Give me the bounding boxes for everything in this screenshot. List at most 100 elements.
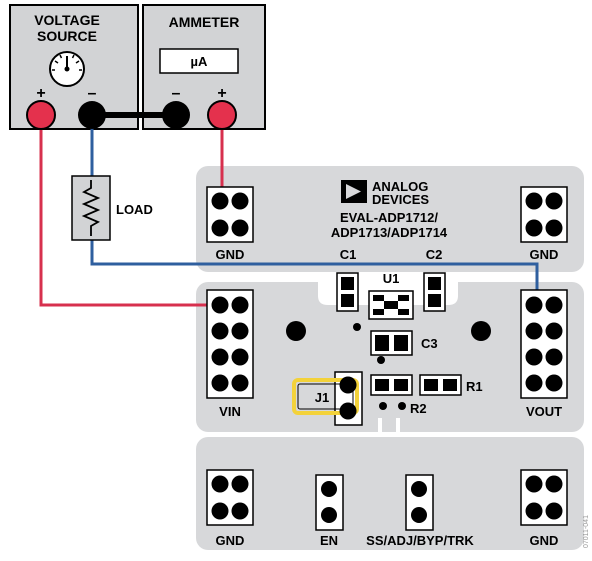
pin[interactable] (545, 296, 563, 314)
mounting-hole (286, 321, 306, 341)
pin[interactable] (211, 219, 229, 237)
ammeter-display (159, 48, 239, 74)
pin[interactable] (211, 374, 229, 392)
pin[interactable] (525, 296, 543, 314)
pin[interactable] (545, 192, 563, 210)
pin[interactable] (525, 348, 543, 366)
resistor-icon (81, 180, 101, 236)
pin[interactable] (231, 502, 249, 520)
dial-gauge-icon (49, 51, 85, 87)
brand-line-1: ANALOG (372, 179, 428, 194)
gnd-bottom-left-label: GND (216, 533, 245, 548)
pin[interactable] (525, 374, 543, 392)
ammeter-title: AMMETER (169, 14, 240, 30)
pin[interactable] (525, 475, 543, 493)
ammeter-plus-terminal[interactable] (207, 100, 237, 130)
ammeter-display-unit: µA (191, 54, 208, 69)
pin[interactable] (525, 502, 543, 520)
pin[interactable] (231, 475, 249, 493)
board-title-line-1: EVAL-ADP1712/ (340, 210, 438, 225)
brand-line-2: DEVICES (372, 192, 429, 207)
pin[interactable] (231, 348, 249, 366)
pin[interactable] (525, 192, 543, 210)
pin[interactable] (231, 219, 249, 237)
voltage-source-plus-terminal[interactable] (26, 100, 56, 130)
header-gnd-top-right: GND (520, 186, 568, 262)
capacitor-c3 (370, 330, 413, 356)
header-gnd-top-left: GND (206, 186, 254, 262)
pin[interactable] (525, 322, 543, 340)
gnd-top-right-label: GND (530, 247, 559, 262)
j1-shunt[interactable] (292, 378, 359, 415)
logo-triangle-icon (346, 184, 361, 199)
pin[interactable] (545, 502, 563, 520)
pin[interactable] (321, 507, 337, 523)
vout-label: VOUT (526, 404, 562, 419)
pin[interactable] (231, 192, 249, 210)
c2-label: C2 (426, 247, 443, 262)
via (398, 402, 406, 410)
ammeter-plus-label: + (217, 85, 226, 102)
via (379, 402, 387, 410)
pin[interactable] (545, 475, 563, 493)
ammeter-minus-label: – (172, 85, 181, 102)
pin[interactable] (211, 322, 229, 340)
board-bottom-section (196, 437, 584, 550)
load-resistor: LOAD (71, 175, 153, 241)
board-title-line-2: ADP1713/ADP1714 (331, 225, 448, 240)
analog-devices-logo: ANALOG DEVICES (341, 179, 429, 207)
ammeter-minus-terminal[interactable] (162, 101, 190, 129)
vin-label: VIN (219, 404, 241, 419)
pin[interactable] (321, 481, 337, 497)
pin[interactable] (545, 348, 563, 366)
header-vin: VIN (206, 289, 254, 419)
mounting-hole (471, 321, 491, 341)
pin[interactable] (231, 296, 249, 314)
en-label: EN (320, 533, 338, 548)
load-label: LOAD (116, 202, 153, 217)
header-gnd-bottom-right: GND (520, 469, 568, 548)
jumper-j1[interactable]: J1 (292, 371, 363, 426)
pin[interactable] (545, 374, 563, 392)
pin[interactable] (211, 296, 229, 314)
c3-label: C3 (421, 336, 438, 351)
header-ss-adj: SS/ADJ/BYP/TRK (366, 474, 474, 548)
voltage-source-minus-terminal[interactable] (78, 101, 106, 129)
pin[interactable] (545, 322, 563, 340)
j1-label: J1 (315, 390, 329, 405)
pin[interactable] (411, 481, 427, 497)
ss-adj-label: SS/ADJ/BYP/TRK (366, 533, 474, 548)
wire-blue-2 (90, 240, 539, 306)
pin[interactable] (339, 402, 357, 420)
wire-red-vin (39, 115, 219, 307)
via (377, 356, 385, 364)
pin[interactable] (211, 192, 229, 210)
pin[interactable] (211, 475, 229, 493)
capacitor-c2 (423, 272, 446, 312)
voltage-source-title-2: SOURCE (37, 28, 97, 44)
capacitor-c1 (336, 272, 359, 312)
gnd-bottom-right-label: GND (530, 533, 559, 548)
voltage-source-title-1: VOLTAGE (34, 12, 100, 28)
pin[interactable] (545, 219, 563, 237)
pin[interactable] (211, 502, 229, 520)
voltage-source-minus-label: – (88, 85, 97, 102)
pin[interactable] (231, 374, 249, 392)
pin[interactable] (231, 322, 249, 340)
pin[interactable] (525, 219, 543, 237)
wiring (39, 112, 539, 307)
u1-label: U1 (383, 271, 400, 286)
resistor-r2 (370, 374, 413, 396)
gnd-top-left-label: GND (216, 247, 245, 262)
pin[interactable] (339, 376, 357, 394)
header-en: EN (315, 474, 344, 548)
pin[interactable] (211, 348, 229, 366)
board-bottom-panel (196, 437, 584, 550)
header-vout: VOUT (520, 289, 568, 419)
resistor-r1 (419, 374, 462, 396)
ammeter: AMMETER µA – + (142, 4, 266, 130)
pin[interactable] (411, 507, 427, 523)
via (353, 323, 361, 331)
